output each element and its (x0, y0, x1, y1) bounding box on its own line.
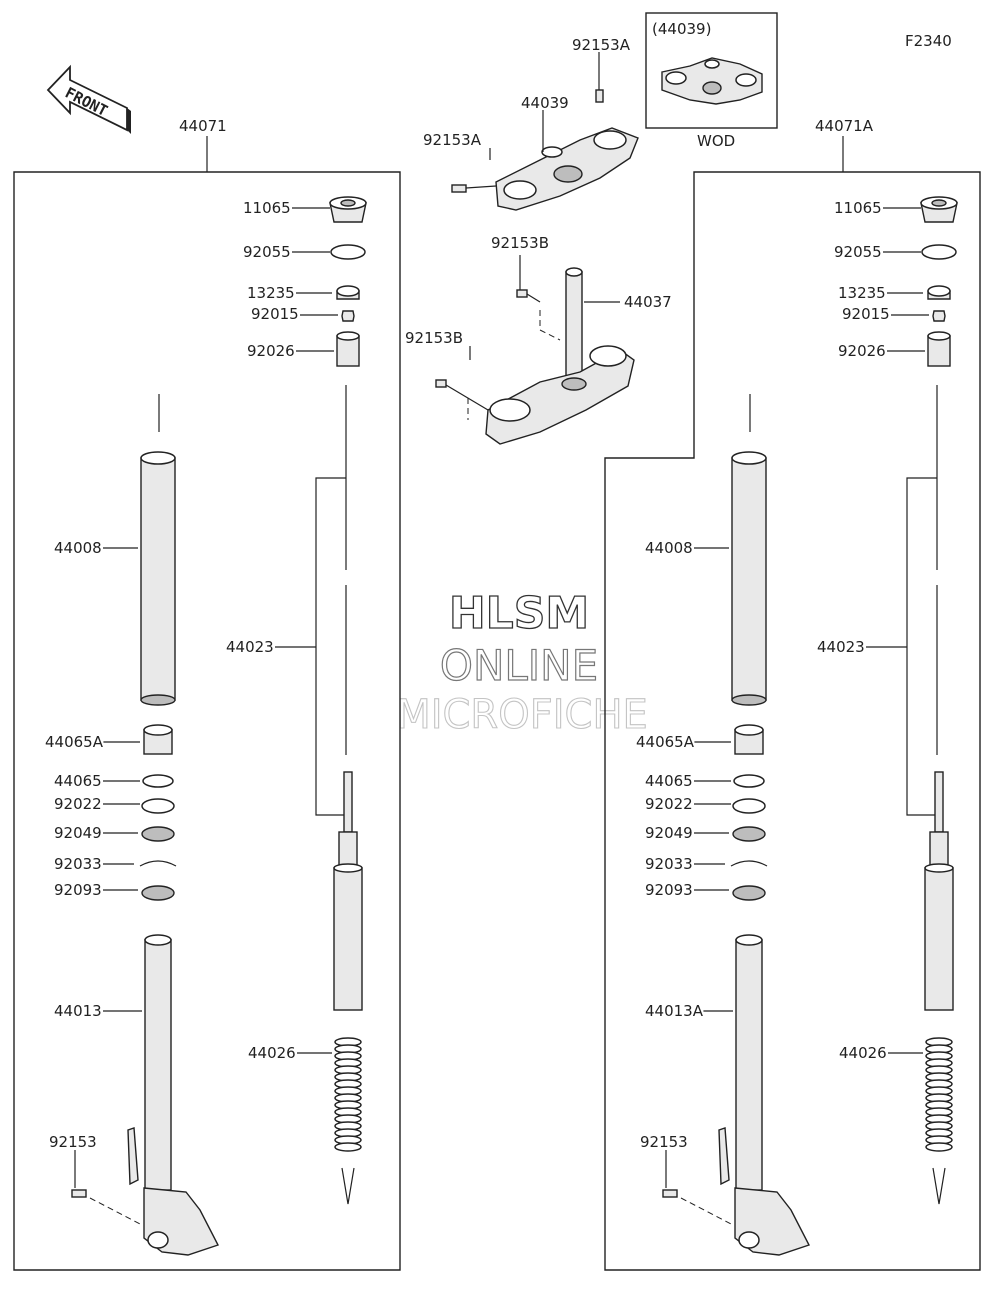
part-label-92022: 92022 (645, 795, 693, 813)
spacer-icon (336, 331, 360, 367)
nut-icon (932, 310, 946, 322)
part-label-11065: 11065 (834, 199, 882, 217)
part-label-92033: 92033 (645, 855, 693, 873)
part-label-44013: 44013 (54, 1002, 102, 1020)
bolt-icon (662, 1189, 678, 1198)
part-label-44023: 44023 (226, 638, 274, 656)
steering-stem-lower-clamp (485, 267, 635, 445)
oil-seal-icon (141, 826, 175, 842)
part-label-92033: 92033 (54, 855, 102, 873)
part-label-44008: 44008 (54, 539, 102, 557)
fork-cap-bolt-icon (329, 196, 367, 223)
front-arrow-icon: FRONT (46, 64, 131, 134)
washer-icon (732, 798, 766, 814)
bolt-92153B-left (435, 379, 489, 411)
right-fork-assembly: 44071A 11065 92055 13235 92015 92026 44008 4402… (604, 117, 981, 1271)
bushing-icon (142, 774, 174, 788)
part-label-92055: 92055 (243, 243, 291, 261)
part-label-92026: 92026 (838, 342, 886, 360)
washer-icon (141, 798, 175, 814)
spacer-icon (927, 331, 951, 367)
watermark: HLSM ONLINE MICROFICHE (396, 587, 649, 738)
part-label-44065: 44065 (54, 772, 102, 790)
assembly-number-label: 44071 (179, 117, 227, 135)
bolt-icon (71, 1189, 87, 1198)
upper-clamp-inset-icon (661, 57, 763, 105)
bolt-92153A-top (595, 55, 604, 103)
part-label-92049: 92049 (54, 824, 102, 842)
label-92153A-left: 92153A (423, 131, 482, 149)
circlip-icon (139, 860, 177, 867)
part-label-92015: 92015 (251, 305, 299, 323)
o-ring-icon (921, 244, 957, 260)
watermark-line-3: MICROFICHE (396, 692, 648, 738)
inner-tube-icon (735, 934, 763, 1191)
label-92153B-top: 92153B (491, 234, 549, 252)
watermark-line-1: HLSM (449, 588, 589, 639)
part-label-92049: 92049 (645, 824, 693, 842)
part-label-92015: 92015 (842, 305, 890, 323)
o-ring-icon (330, 244, 366, 260)
part-label-44065: 44065 (645, 772, 693, 790)
outer-tube-icon (731, 451, 767, 706)
part-label-92055: 92055 (834, 243, 882, 261)
assembly-outline (13, 171, 401, 1271)
part-label-92153: 92153 (49, 1133, 97, 1151)
part-label-92022: 92022 (54, 795, 102, 813)
part-label-44008: 44008 (645, 539, 693, 557)
part-label-44023: 44023 (817, 638, 865, 656)
label-92153A-top: 92153A (572, 36, 631, 54)
inset-note-label: WOD (697, 132, 735, 150)
part-label-92093: 92093 (645, 881, 693, 899)
upper-triple-clamp (495, 127, 639, 211)
fork-cap-bolt-icon (920, 196, 958, 223)
assembly-outline (604, 171, 981, 1271)
collar-icon (927, 285, 951, 300)
inset-part-label: (44039) (652, 20, 711, 38)
outer-tube-icon (140, 451, 176, 706)
fork-spring-icon (334, 1037, 362, 1152)
watermark-line-2: ONLINE (440, 641, 598, 690)
nut-icon (341, 310, 355, 322)
fork-spring-icon (925, 1037, 953, 1152)
inner-tube-icon (144, 934, 172, 1191)
bolt-92153B-top (516, 255, 541, 303)
part-label-44013A: 44013A (645, 1002, 704, 1020)
figure-code: F2340 (905, 32, 952, 50)
cartridge-icon (333, 771, 363, 1011)
part-label-11065: 11065 (243, 199, 291, 217)
dust-seal-icon (141, 885, 175, 901)
caliper-mount-icon (718, 1127, 730, 1186)
bolt-92153A-left (451, 184, 497, 193)
cartridge-icon (924, 771, 954, 1011)
part-label-13235: 13235 (247, 284, 295, 302)
collar-icon (336, 285, 360, 300)
bushing-icon (733, 774, 765, 788)
part-label-44065A: 44065A (636, 733, 695, 751)
circlip-icon (730, 860, 768, 867)
part-label-44026: 44026 (248, 1044, 296, 1062)
label-44039: 44039 (521, 94, 569, 112)
inset-box: (44039) WOD (645, 12, 778, 150)
part-label-92093: 92093 (54, 881, 102, 899)
oil-seal-icon (732, 826, 766, 842)
part-label-44065A: 44065A (45, 733, 104, 751)
bushing-icon (143, 724, 173, 755)
part-label-92153: 92153 (640, 1133, 688, 1151)
left-fork-assembly: 44071 11065 92055 13235 92015 92026 44008 44023… (13, 117, 401, 1271)
caliper-mount-icon (127, 1127, 139, 1186)
dust-seal-icon (732, 885, 766, 901)
bushing-icon (734, 724, 764, 755)
label-92153B-left: 92153B (405, 329, 463, 347)
assembly-number-label: 44071A (815, 117, 874, 135)
part-label-44026: 44026 (839, 1044, 887, 1062)
label-44037: 44037 (624, 293, 672, 311)
part-label-92026: 92026 (247, 342, 295, 360)
part-label-13235: 13235 (838, 284, 886, 302)
